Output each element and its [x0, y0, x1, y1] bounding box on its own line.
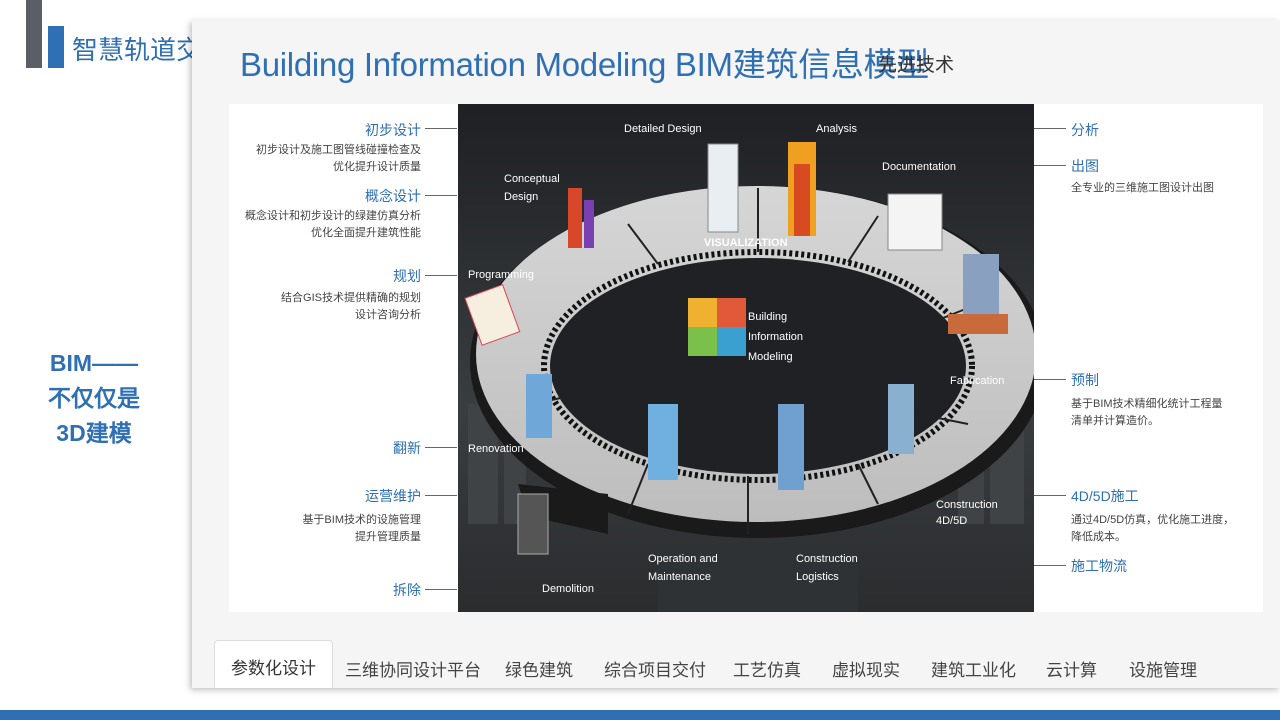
diagram-label-conceptual: Design [504, 191, 538, 203]
leader-line [1034, 128, 1066, 129]
tab-virtual-reality[interactable]: 虚拟现实 [832, 661, 900, 680]
diagram-label-documentation: Documentation [882, 161, 956, 173]
leader-line [425, 495, 457, 496]
tab-green-building[interactable]: 绿色建筑 [505, 661, 573, 680]
header-decoration-blue [48, 26, 64, 68]
desc-line: 全专业的三维施工图设计出图 [1071, 182, 1214, 194]
leader-line [425, 447, 457, 448]
tab-cloud-computing[interactable]: 云计算 [1046, 661, 1097, 680]
desc-line: 基于BIM技术的设施管理 [302, 514, 421, 526]
diagram-label-programming: Programming [468, 269, 534, 281]
diagram-label-operation: Maintenance [648, 571, 711, 583]
label-operation-maintenance: 运营维护 [365, 488, 421, 504]
diagram-label-logistics: Construction [796, 553, 858, 565]
label-preliminary-design: 初步设计 [365, 122, 421, 138]
label-conceptual-design: 概念设计 [365, 188, 421, 204]
diagram-label-fabrication: Fabrication [950, 375, 1004, 387]
ring-track [541, 249, 975, 483]
label-analysis: 分析 [1071, 122, 1099, 138]
leader-line [1034, 379, 1066, 380]
desc-line: 基于BIM技术精细化统计工程量 [1071, 398, 1223, 410]
tab-process-simulation[interactable]: 工艺仿真 [733, 661, 801, 680]
panel-title: Building Information Modeling BIM建筑信息模型 [240, 46, 929, 83]
label-demolition: 拆除 [393, 582, 421, 598]
diagram-label-center: Building [748, 311, 787, 323]
desc-line: 概念设计和初步设计的绿建仿真分析 [245, 210, 421, 222]
label-planning-desc: 结合GIS技术提供精确的规划 设计咨询分析 [281, 290, 421, 324]
content-panel: Building Information Modeling BIM建筑信息模型 … [192, 20, 1280, 688]
desc-line: 降低成本。 [1071, 531, 1126, 543]
diagram-label-conceptual: Conceptual [504, 173, 560, 185]
label-renovation: 翻新 [393, 440, 421, 456]
desc-line: 结合GIS技术提供精确的规划 [281, 292, 421, 304]
label-4d5d-construction-desc: 通过4D/5D仿真，优化施工进度， 降低成本。 [1071, 512, 1234, 546]
tab-parametric-design[interactable]: 参数化设计 [214, 640, 333, 688]
leader-line [425, 589, 457, 590]
diagram-label-detailed-design: Detailed Design [624, 123, 702, 135]
diagram-label-analysis: Analysis [816, 123, 857, 135]
bim-lifecycle-diagram: Detailed Design Analysis Documentation C… [458, 104, 1034, 612]
diagram-label-visualization: VISUALIZATION [704, 237, 788, 249]
bim-figure: 初步设计 初步设计及施工图管线碰撞检查及 优化提升设计质量 概念设计 概念设计和… [229, 104, 1263, 612]
desc-line: 通过4D/5D仿真，优化施工进度， [1071, 514, 1235, 526]
label-4d5d-construction: 4D/5D施工 [1071, 488, 1139, 504]
tab-bar: 参数化设计 三维协同设计平台 绿色建筑 综合项目交付 工艺仿真 虚拟现实 建筑工… [192, 640, 1280, 688]
desc-line: 优化提升设计质量 [333, 161, 421, 173]
lifecycle-ring-graphic: Detailed Design Analysis Documentation C… [458, 104, 1034, 612]
label-drawing-output: 出图 [1071, 158, 1099, 174]
desc-line: 清单并计算造价。 [1071, 415, 1159, 427]
ring-buildings [464, 142, 1008, 555]
diagram-label-center: Modeling [748, 351, 793, 363]
leader-line [425, 128, 457, 129]
diagram-label-operation: Operation and [648, 553, 718, 565]
leader-line [1034, 165, 1066, 166]
label-drawing-output-desc: 全专业的三维施工图设计出图 [1071, 180, 1214, 197]
bim-cube [688, 298, 746, 356]
diagram-label-renovation: Renovation [468, 443, 524, 455]
diagram-label-logistics: Logistics [796, 571, 839, 583]
label-conceptual-design-desc: 概念设计和初步设计的绿建仿真分析 优化全面提升建筑性能 [245, 208, 421, 242]
leader-line [1034, 565, 1066, 566]
side-note-line: 3D建模 [56, 420, 132, 446]
label-operation-maintenance-desc: 基于BIM技术的设施管理 提升管理质量 [302, 512, 421, 546]
desc-line: 初步设计及施工图管线碰撞检查及 [256, 144, 421, 156]
side-note-line: 不仅仅是 [48, 385, 140, 411]
tab-facility-management[interactable]: 设施管理 [1129, 661, 1197, 680]
diagram-label-demolition: Demolition [542, 583, 594, 595]
leader-line [425, 275, 457, 276]
leader-line [1034, 495, 1066, 496]
diagram-label-construction: 4D/5D [936, 515, 967, 527]
label-preliminary-design-desc: 初步设计及施工图管线碰撞检查及 优化提升设计质量 [256, 142, 421, 176]
tab-3d-collaboration-platform[interactable]: 三维协同设计平台 [345, 661, 481, 680]
label-planning: 规划 [393, 268, 421, 284]
label-construction-logistics: 施工物流 [1071, 558, 1127, 574]
header-decoration-dark [26, 0, 42, 68]
panel-subtitle: 先进技术 [878, 55, 955, 76]
side-note-line: BIM—— [49, 350, 139, 376]
leader-line [425, 195, 457, 196]
tab-integrated-project-delivery[interactable]: 综合项目交付 [604, 661, 706, 680]
desc-line: 提升管理质量 [355, 531, 421, 543]
side-note: BIM—— 不仅仅是 3D建模 [26, 346, 162, 451]
desc-line: 设计咨询分析 [355, 309, 421, 321]
desc-line: 优化全面提升建筑性能 [311, 227, 421, 239]
diagram-label-center: Information [748, 331, 803, 343]
bottom-stripe [0, 710, 1280, 720]
tab-building-industrialization[interactable]: 建筑工业化 [931, 661, 1016, 680]
diagram-label-construction: Construction [936, 499, 998, 511]
label-prefabrication-desc: 基于BIM技术精细化统计工程量 清单并计算造价。 [1071, 396, 1223, 430]
label-prefabrication: 预制 [1071, 372, 1099, 388]
